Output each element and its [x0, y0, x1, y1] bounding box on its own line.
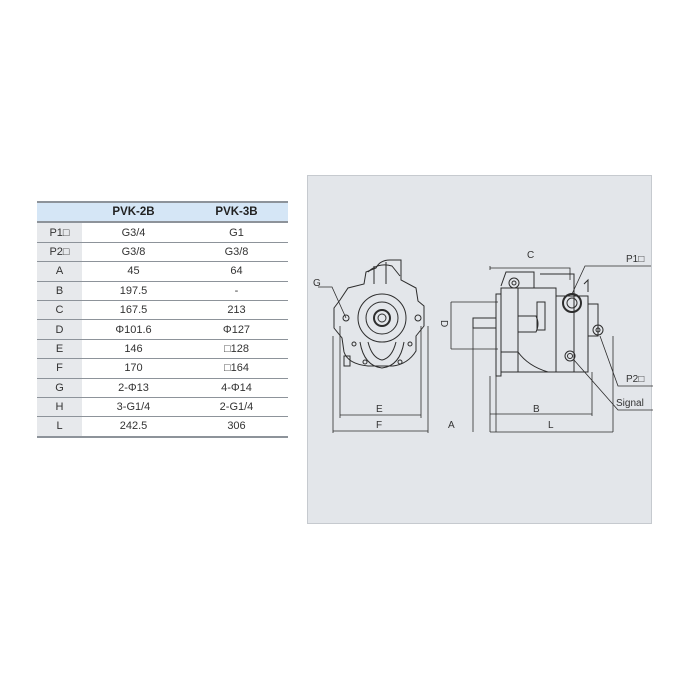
row-label: B: [37, 281, 82, 301]
cell-pvk-3b: □164: [185, 358, 288, 379]
row-label: D: [37, 319, 82, 340]
label-c: C: [527, 250, 534, 261]
cell-pvk-2b: 45: [82, 261, 185, 282]
label-e: E: [376, 404, 383, 415]
cell-pvk-2b: 170: [82, 358, 185, 379]
cell-pvk-2b: 2-Φ13: [82, 378, 185, 398]
cell-pvk-3b: -: [185, 281, 288, 301]
cell-pvk-3b: 213: [185, 300, 288, 321]
label-p2-port: P2□: [626, 374, 644, 385]
cell-pvk-3b: 64: [185, 261, 288, 282]
cell-pvk-2b: Φ101.6: [82, 319, 185, 340]
header-blank: [37, 200, 82, 224]
cell-pvk-3b: 2-G1/4: [185, 397, 288, 418]
label-g: G: [313, 278, 321, 289]
row-label: H: [37, 397, 82, 418]
header-pvk-3b: PVK-3B: [185, 200, 288, 224]
cell-pvk-3b: Φ127: [185, 319, 288, 340]
label-l: L: [548, 420, 554, 431]
row-label: F: [37, 358, 82, 379]
row-label: P1□: [37, 222, 82, 243]
cell-pvk-3b: 306: [185, 416, 288, 438]
dimension-diagram-panel: G E F A B C D L P1□ P2□ Signal: [307, 175, 653, 524]
row-label: A: [37, 261, 82, 282]
cell-pvk-2b: 167.5: [82, 300, 185, 321]
front-view-dimension-lines: [318, 286, 429, 433]
cell-pvk-2b: 3-G1/4: [82, 397, 185, 418]
row-label: P2□: [37, 242, 82, 263]
table-header-row: PVK-2B PVK-3B: [37, 200, 288, 224]
header-pvk-2b: PVK-2B: [82, 200, 185, 224]
pump-drawing: G E F A B C D L P1□ P2□ Signal: [313, 250, 653, 433]
label-b: B: [533, 404, 540, 415]
row-label: G: [37, 378, 82, 398]
label-d: D: [438, 320, 449, 327]
cell-pvk-3b: G1: [185, 222, 288, 243]
cell-pvk-2b: 146: [82, 339, 185, 360]
cell-pvk-3b: □128: [185, 339, 288, 360]
cell-pvk-3b: 4-Φ14: [185, 378, 288, 398]
row-label: L: [37, 416, 82, 438]
row-label: E: [37, 339, 82, 360]
label-f: F: [376, 420, 382, 431]
label-p1-port: P1□: [626, 254, 644, 265]
cell-pvk-2b: 197.5: [82, 281, 185, 301]
cell-pvk-2b: G3/4: [82, 222, 185, 243]
cell-pvk-2b: 242.5: [82, 416, 185, 438]
front-view-drawing: [333, 259, 425, 369]
cell-pvk-3b: G3/8: [185, 242, 288, 263]
label-a: A: [448, 420, 455, 431]
cell-pvk-2b: G3/8: [82, 242, 185, 263]
side-view-dimension-lines: [450, 265, 653, 433]
row-label: C: [37, 300, 82, 321]
side-view-drawing: [472, 271, 604, 377]
label-signal: Signal: [616, 398, 644, 409]
